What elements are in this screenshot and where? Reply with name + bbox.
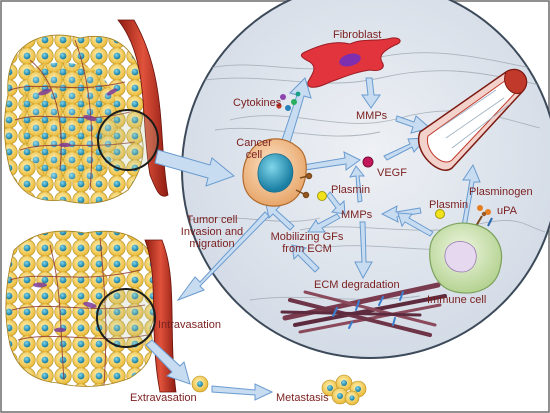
label-tumor-invasion: Tumor cell Invasion and migration	[180, 214, 244, 250]
label-plasmin-right: Plasmin	[429, 199, 469, 211]
label-cytokines: Cytokines	[233, 97, 282, 109]
metastasis-cluster-icon	[321, 374, 367, 406]
immune-cell-icon	[429, 222, 503, 294]
label-plasminogen: Plasminogen	[469, 186, 533, 198]
label-metastasis: Metastasis	[276, 392, 329, 404]
blood-vessel-section-icon	[417, 68, 528, 171]
arrows	[145, 77, 481, 401]
upa-receptor-icon	[475, 205, 493, 227]
zoom-region-bottom	[96, 288, 156, 348]
label-ecm-degradation: ECM degradation	[314, 279, 400, 291]
label-extravasation: Extravasation	[130, 392, 197, 404]
circulating-tumor-cell-icon	[191, 375, 209, 393]
fibroblast-icon	[300, 37, 401, 88]
primary-tumor-bottom	[5, 230, 158, 387]
cancer-cell-icon	[242, 138, 313, 207]
plasmin-molecule-right-icon	[435, 209, 445, 219]
vegf-molecule-icon	[362, 156, 374, 168]
label-plasmin-left: Plasmin	[331, 184, 371, 196]
label-mmps-top: MMPs	[356, 110, 388, 122]
label-mmps-center: MMPs	[341, 209, 373, 221]
label-cancer-cell: Cancer cell	[236, 137, 272, 161]
label-immune-cell: Immune cell	[427, 294, 487, 306]
zoom-region-top	[97, 109, 159, 171]
label-upa: uPA	[497, 205, 517, 217]
plasmin-molecule-left-icon	[317, 191, 327, 201]
label-mobilizing-gfs: Mobilizing GFs from ECM	[270, 231, 344, 255]
primary-tumor-top	[4, 34, 145, 204]
label-fibroblast: Fibroblast	[333, 29, 382, 41]
cytokines-icon	[276, 91, 301, 111]
label-vegf: VEGF	[377, 167, 407, 179]
label-intravasation: Intravasation	[158, 319, 221, 331]
collagen-fibers-icon	[280, 282, 447, 337]
blood-vessel-bottom	[144, 239, 177, 393]
